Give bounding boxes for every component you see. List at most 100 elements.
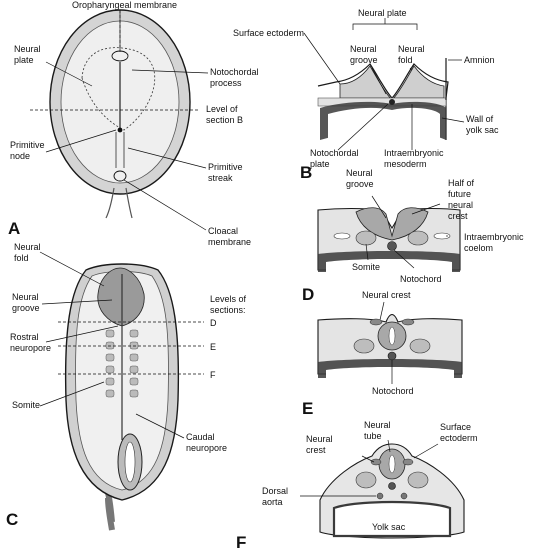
label-neural-fold-b-1: Neural bbox=[398, 44, 425, 54]
label-level-e: E bbox=[210, 342, 216, 352]
panel-b-leaders bbox=[303, 18, 465, 151]
panel-c-drawing bbox=[58, 263, 204, 531]
panel-d-drawing bbox=[317, 207, 461, 276]
leader-rostral-neuropore bbox=[45, 325, 119, 343]
panel-f-somite-left bbox=[355, 471, 377, 489]
label-neural-fold-c-1: Neural bbox=[14, 242, 41, 252]
label-rostral-neuropore-2: neuropore bbox=[10, 343, 51, 353]
label-neural-crest-e: Neural crest bbox=[362, 290, 411, 300]
label-intraembryonic-mesoderm-2: mesoderm bbox=[384, 159, 427, 169]
label-cloacal-membrane-2: membrane bbox=[208, 237, 251, 247]
panel-a-primitive-node bbox=[117, 127, 123, 133]
label-levels-of-sections-1: Levels of bbox=[210, 294, 247, 304]
panel-f-neural-canal bbox=[388, 454, 396, 474]
label-wall-yolk-sac-2: yolk sac bbox=[466, 125, 499, 135]
label-neural-tube-f-2: tube bbox=[364, 431, 382, 441]
brace-neural-plate bbox=[352, 18, 418, 30]
label-surface-ectoderm-f-1: Surface bbox=[440, 422, 471, 432]
panel-b-neural-plate bbox=[339, 65, 445, 101]
label-cloacal-membrane-1: Cloacal bbox=[208, 226, 238, 236]
panel-f-drawing bbox=[319, 443, 465, 539]
panel-e-crest-right bbox=[401, 318, 415, 326]
label-notochordal-process-2: process bbox=[210, 78, 242, 88]
label-oropharyngeal-membrane: Oropharyngeal membrane bbox=[72, 0, 177, 10]
panel-e-somite-right bbox=[409, 338, 431, 354]
panel-letter-e: E bbox=[302, 399, 313, 418]
panel-a-drawing bbox=[30, 9, 200, 523]
leader-surface-ectoderm-b bbox=[303, 32, 341, 85]
leader-neural-tube-f bbox=[387, 439, 391, 453]
panel-c-neural-folds bbox=[97, 267, 145, 327]
label-neural-tube-f-1: Neural bbox=[364, 420, 391, 430]
label-notochord-d: Notochord bbox=[400, 274, 442, 284]
panel-letter-c: C bbox=[6, 510, 18, 529]
panel-a-primitive-streak bbox=[115, 132, 125, 168]
panel-b-notochordal-plate bbox=[389, 99, 395, 105]
label-primitive-streak-2: streak bbox=[208, 173, 233, 183]
label-neural-plate-a-2: plate bbox=[14, 55, 34, 65]
label-neural-groove-c-1: Neural bbox=[12, 292, 39, 302]
leader-neural-fold-b bbox=[409, 67, 413, 71]
panel-a-neural-plate-outline bbox=[81, 47, 156, 131]
label-level-section-b-1: Level of bbox=[206, 104, 238, 114]
label-neural-crest-f-1: Neural bbox=[306, 434, 333, 444]
label-primitive-node-1: Primitive bbox=[10, 140, 45, 150]
label-caudal-neuropore-2: neuropore bbox=[186, 443, 227, 453]
leader-somite-c bbox=[39, 381, 105, 407]
leader-notochordal-plate bbox=[337, 103, 389, 151]
leader-surface-ectoderm-f bbox=[413, 443, 439, 459]
panel-f-aorta-left bbox=[376, 492, 384, 500]
label-dorsal-aorta-1: Dorsal bbox=[262, 486, 288, 496]
panel-b-drawing bbox=[317, 58, 449, 146]
label-yolk-sac-f: Yolk sac bbox=[372, 522, 406, 532]
label-surface-ectoderm-b: Surface ectoderm bbox=[233, 28, 304, 38]
leader-somite-d bbox=[365, 243, 369, 261]
label-intraembryonic-coelom-2: coelom bbox=[464, 243, 493, 253]
label-neural-groove-b-1: Neural bbox=[350, 44, 377, 54]
label-neural-groove-d-1: Neural bbox=[346, 168, 373, 178]
panel-f-notochord bbox=[388, 482, 396, 490]
label-neural-crest-f-2: crest bbox=[306, 445, 326, 455]
label-intraembryonic-mesoderm-1: Intraembryonic bbox=[384, 148, 444, 158]
leader-caudal-neuropore bbox=[135, 413, 185, 439]
label-primitive-node-2: node bbox=[10, 151, 30, 161]
label-rostral-neuropore-1: Rostral bbox=[10, 332, 39, 342]
panel-letter-a: A bbox=[8, 219, 20, 238]
panel-c-somites bbox=[105, 329, 139, 398]
label-level-section-b-2: section B bbox=[206, 115, 243, 125]
panel-f-yolk-sac bbox=[332, 500, 452, 538]
panel-e-drawing bbox=[317, 313, 463, 384]
leader-neural-groove-d bbox=[371, 195, 387, 219]
panel-f-crest-left bbox=[370, 458, 382, 466]
label-neural-fold-b-2: fold bbox=[398, 55, 413, 65]
label-somite-d: Somite bbox=[352, 262, 380, 272]
panel-c-leaders bbox=[39, 251, 185, 439]
panel-a-cloacal-membrane bbox=[113, 170, 127, 182]
label-half-neural-crest-1: Half of bbox=[448, 178, 475, 188]
label-neural-plate-brace: Neural plate bbox=[358, 8, 407, 18]
leader-neural-plate-a bbox=[45, 61, 93, 87]
label-wall-yolk-sac-1: Wall of bbox=[466, 114, 494, 124]
label-dorsal-aorta-2: aorta bbox=[262, 497, 283, 507]
label-notochord-e: Notochord bbox=[372, 386, 414, 396]
panel-letter-b: B bbox=[300, 163, 312, 182]
panel-d-somite-left bbox=[355, 230, 377, 246]
leader-neural-fold-c bbox=[39, 251, 105, 287]
panel-a-leaders bbox=[45, 10, 209, 231]
panel-f-aorta-right bbox=[400, 492, 408, 500]
leader-half-neural-crest bbox=[411, 203, 441, 215]
label-amnion: Amnion bbox=[464, 55, 495, 65]
panel-f-leaders bbox=[300, 439, 439, 497]
leader-notochordal-process bbox=[131, 69, 209, 74]
leader-wall-yolk-sac bbox=[441, 117, 465, 123]
panel-e-somite-left bbox=[353, 338, 375, 354]
panel-e-leaders bbox=[379, 301, 393, 384]
label-surface-ectoderm-f-2: ectoderm bbox=[440, 433, 478, 443]
panel-e-yolk-cavity bbox=[326, 367, 454, 384]
panel-d-leaders bbox=[365, 195, 448, 269]
leader-neural-groove-b bbox=[371, 67, 387, 95]
panel-f-somite-right bbox=[407, 471, 429, 489]
panel-b-yolk-sac-cavity bbox=[328, 107, 440, 146]
label-neural-groove-d-2: groove bbox=[346, 179, 374, 189]
leader-primitive-streak bbox=[127, 147, 207, 169]
